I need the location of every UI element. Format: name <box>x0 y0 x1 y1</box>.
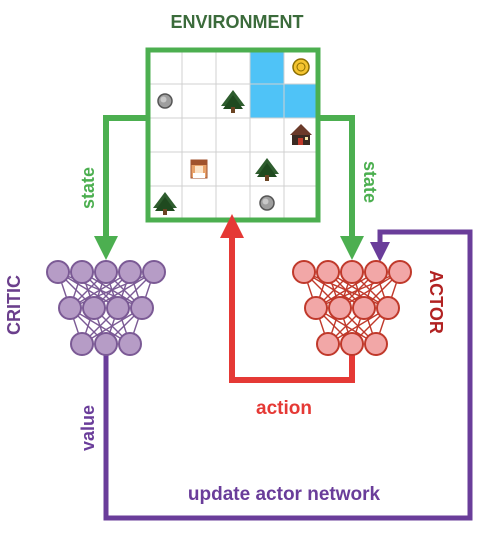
actor-network <box>292 260 412 356</box>
critic-network <box>46 260 166 356</box>
state-label-right: state <box>360 161 380 203</box>
critic-label: CRITIC <box>4 275 24 335</box>
environment-grid <box>145 47 321 223</box>
critic-neuron <box>70 260 94 284</box>
state-arrow-left <box>94 115 148 260</box>
critic-neuron <box>94 260 118 284</box>
update-label: update actor network <box>188 484 381 505</box>
actor-neuron <box>376 296 400 320</box>
critic-neuron <box>130 296 154 320</box>
tree-icon <box>255 158 279 181</box>
water-icon <box>250 50 284 84</box>
grid-background <box>148 50 318 220</box>
actor-neuron <box>304 296 328 320</box>
state-arrow-right <box>318 115 364 260</box>
house-icon <box>290 124 312 145</box>
actor-neuron <box>316 332 340 356</box>
water-icon <box>284 84 318 118</box>
actor-neuron <box>340 332 364 356</box>
action-arrow <box>220 214 355 383</box>
actor-label: ACTOR <box>426 270 446 334</box>
tree-icon <box>153 192 177 215</box>
actor-neuron <box>316 260 340 284</box>
rock-icon <box>157 93 173 109</box>
critic-neuron <box>58 296 82 320</box>
actor-neuron <box>364 332 388 356</box>
critic-neuron <box>94 332 118 356</box>
actor-neuron <box>352 296 376 320</box>
critic-neuron <box>70 332 94 356</box>
critic-neuron <box>142 260 166 284</box>
critic-neuron <box>82 296 106 320</box>
coin-icon <box>292 58 310 76</box>
actor-neuron <box>292 260 316 284</box>
environment-title: ENVIRONMENT <box>170 12 303 32</box>
rock-icon <box>259 195 275 211</box>
actor-neuron <box>388 260 412 284</box>
action-label: action <box>256 398 312 419</box>
critic-neuron <box>118 332 142 356</box>
agent-icon <box>190 159 208 179</box>
state-label-left: state <box>78 167 98 209</box>
critic-neuron <box>46 260 70 284</box>
actor-neuron <box>328 296 352 320</box>
water-icon <box>250 84 284 118</box>
update-arrow <box>103 229 473 521</box>
actor-neuron <box>340 260 364 284</box>
critic-neuron <box>118 260 142 284</box>
actor-neuron <box>364 260 388 284</box>
critic-neuron <box>106 296 130 320</box>
tree-icon <box>221 90 245 113</box>
value-label: value <box>78 405 98 451</box>
